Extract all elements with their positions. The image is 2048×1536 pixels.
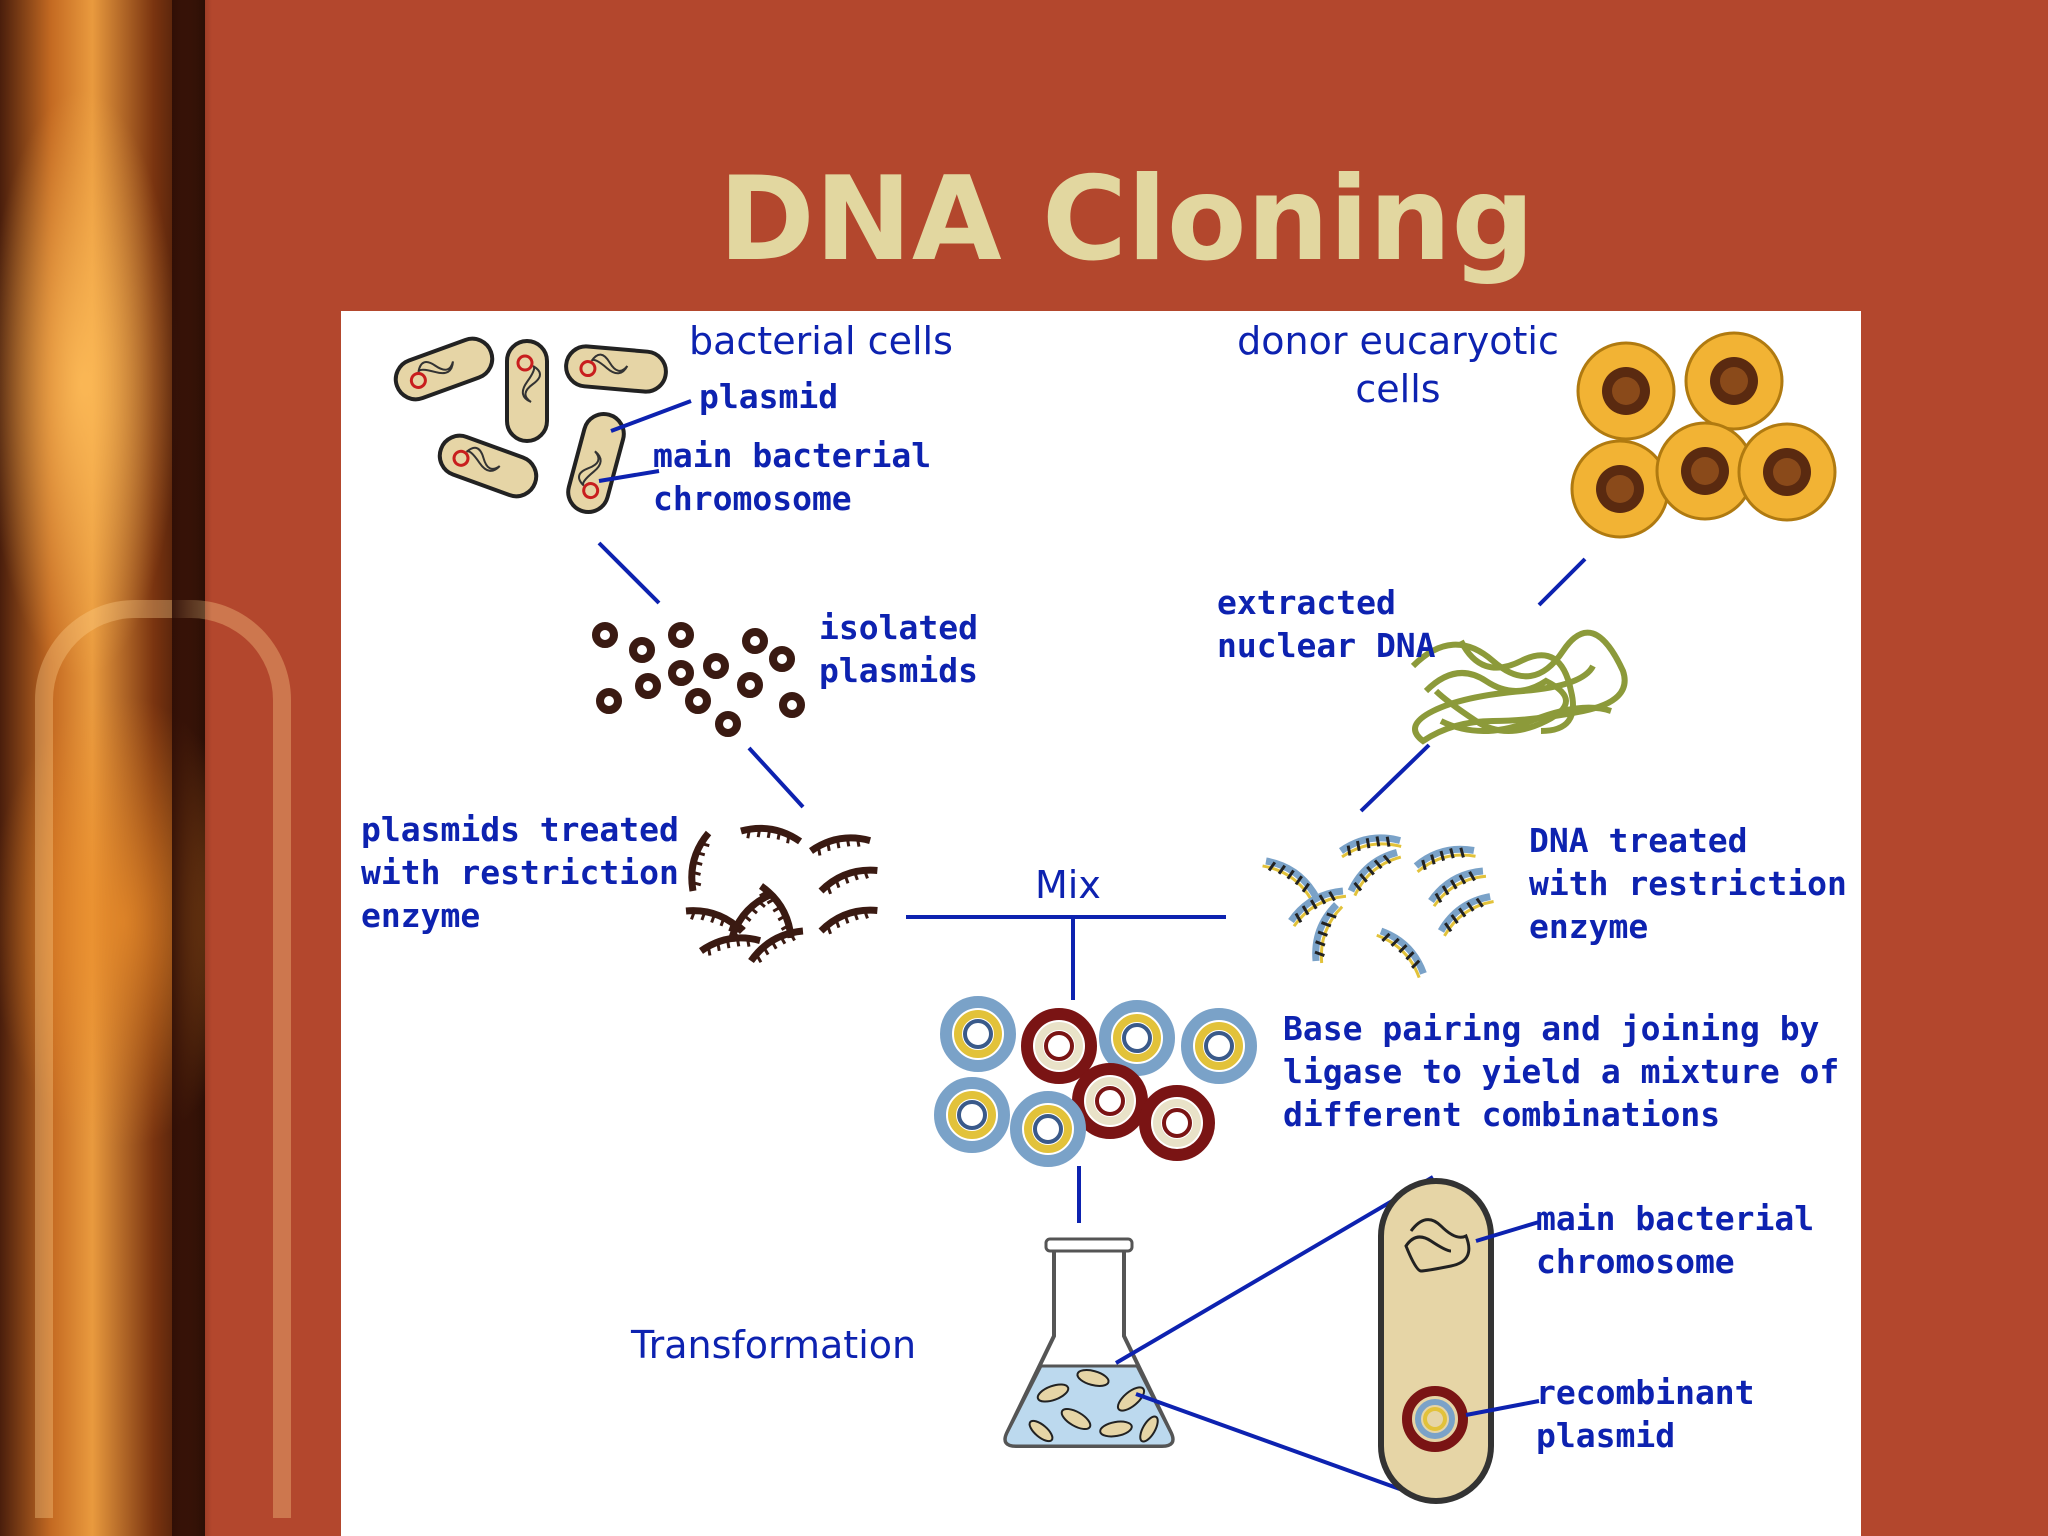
magnified-bacterium-icon <box>1378 1178 1494 1504</box>
label-plasmid: plasmid <box>699 377 839 416</box>
label-plasmids-treated: plasmids treated with restriction enzyme <box>361 810 679 935</box>
recombinant-mixture-icon <box>940 1002 1251 1161</box>
label-mix: Mix <box>1035 863 1101 907</box>
label-bacterial-cells: bacterial cells <box>689 319 953 363</box>
label-donor-cells: donor eucaryotic cells <box>1237 319 1559 411</box>
donor-cells-icon <box>1570 331 1837 539</box>
label-extracted-dna: extracted nuclear DNA <box>1217 583 1436 665</box>
background-photo-strip <box>0 0 291 1536</box>
plasmid-fragments-icon <box>684 823 879 966</box>
nuclear-dna-icon <box>1410 629 1628 745</box>
label-main-chromosome-top: main bacterial chromosome <box>653 436 932 518</box>
label-transformation: Transformation <box>631 1323 917 1367</box>
label-isolated-plasmids: isolated plasmids <box>819 608 978 690</box>
diagram-graphics <box>388 331 1837 1504</box>
donor-fragments-icon <box>1263 833 1494 978</box>
dna-cloning-diagram: bacterial cells plasmid main bacterial c… <box>341 311 1861 1536</box>
glassware-photo <box>35 600 291 1518</box>
flask-icon <box>1003 1237 1175 1448</box>
strip-shadow <box>172 0 212 1536</box>
label-main-chromosome-bottom: main bacterial chromosome <box>1536 1199 1815 1281</box>
label-dna-treated: DNA treated with restriction enzyme <box>1529 821 1847 946</box>
isolated-plasmids-icon <box>592 622 805 737</box>
slide-title: DNA Cloning <box>718 152 1535 287</box>
label-recombinant-plasmid: recombinant plasmid <box>1536 1373 1755 1455</box>
label-base-pairing: Base pairing and joining by ligase to yi… <box>1283 1009 1840 1134</box>
